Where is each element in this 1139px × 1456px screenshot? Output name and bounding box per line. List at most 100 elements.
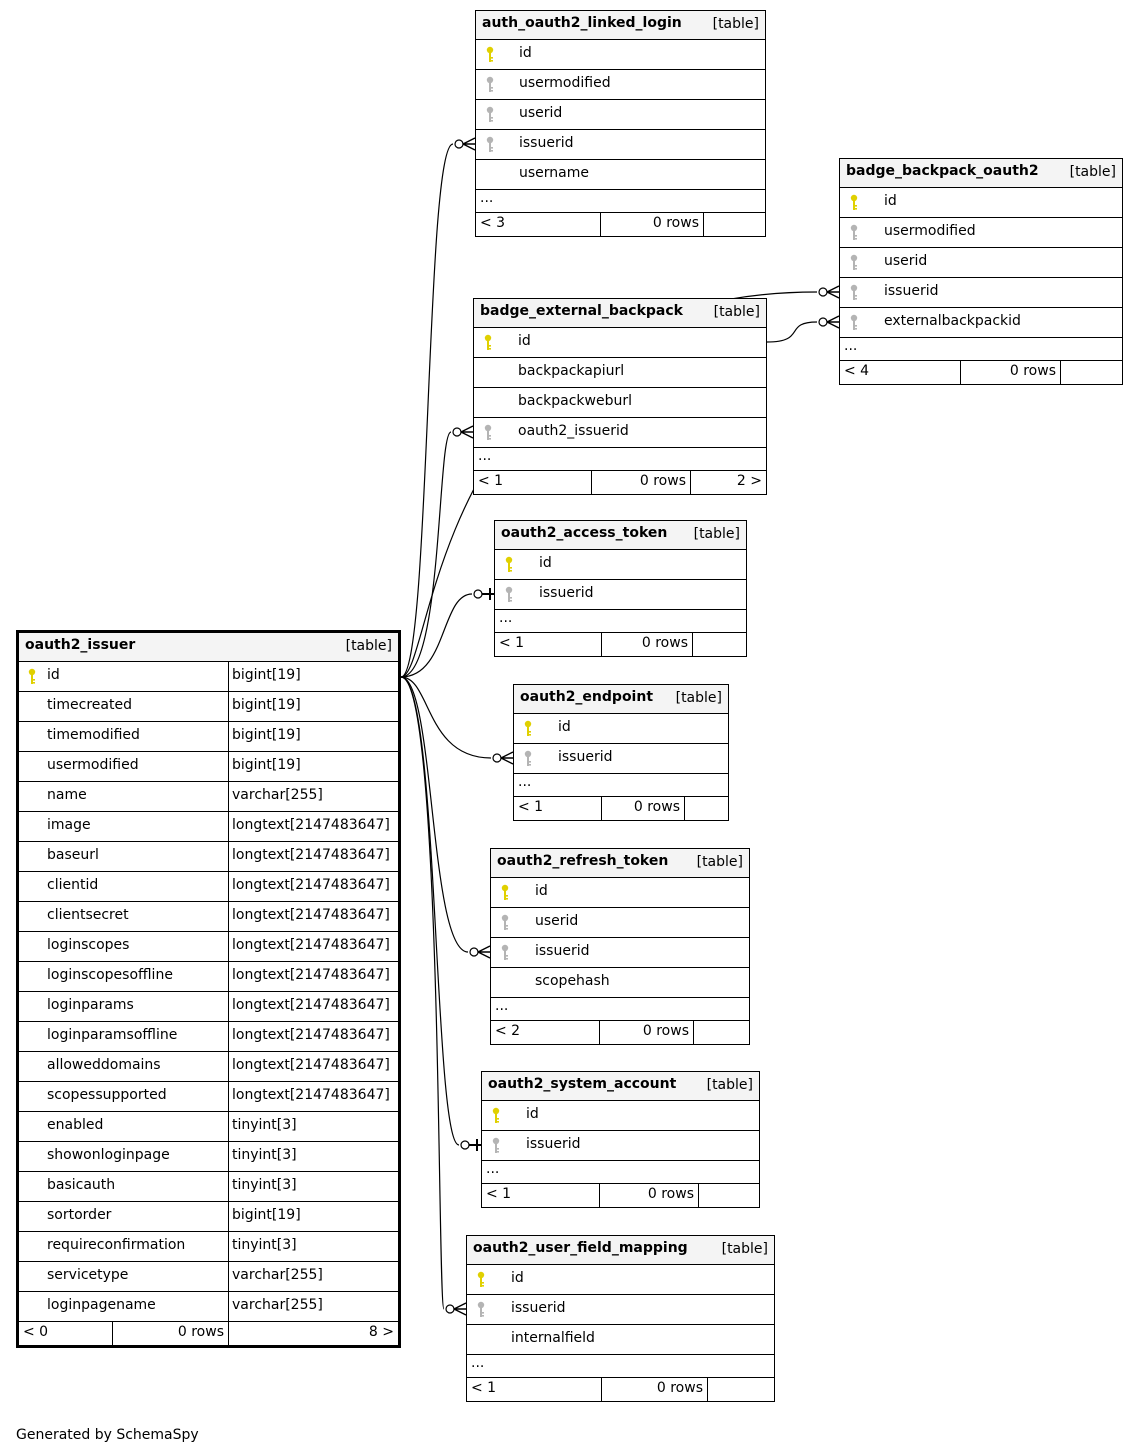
column-row[interactable]: id (491, 878, 749, 908)
foreign-key-icon (849, 254, 859, 272)
more-columns-ellipsis: ... (840, 338, 1122, 361)
column-row[interactable]: id (495, 550, 746, 580)
column-row[interactable]: username (476, 160, 765, 190)
column-name: id (518, 333, 531, 349)
parent-count: < 3 (480, 215, 506, 231)
column-divider (228, 1232, 229, 1261)
column-row[interactable]: userid (840, 248, 1122, 278)
column-row[interactable]: issuerid (514, 744, 728, 774)
row-count: 0 rows (647, 1186, 694, 1202)
optional-circle-marker (818, 317, 828, 327)
column-row[interactable]: externalbackpackid (840, 308, 1122, 338)
column-row[interactable]: userid (491, 908, 749, 938)
column-row[interactable]: issuerid (467, 1295, 774, 1325)
column-row[interactable]: internalfield (467, 1325, 774, 1355)
relationship-line (400, 676, 469, 953)
child-count: 2 > (736, 473, 762, 489)
table-tag: [table] (1069, 164, 1116, 180)
column-row[interactable]: issuerid (491, 938, 749, 968)
optional-circle-marker (452, 427, 462, 437)
column-row[interactable]: id (840, 188, 1122, 218)
foreign-key-icon (500, 914, 510, 932)
column-name: enabled (47, 1117, 104, 1133)
column-name: clientid (47, 877, 99, 893)
parent-count: < 0 (23, 1324, 49, 1340)
ellipsis-text: ... (518, 774, 532, 790)
column-row[interactable]: issuerid (495, 580, 746, 610)
column-name: loginparamsoffline (47, 1027, 178, 1043)
column-name: scopehash (535, 973, 610, 989)
column-row[interactable]: userid (476, 100, 765, 130)
column-row[interactable]: usermodified (840, 218, 1122, 248)
parent-count: < 1 (486, 1186, 512, 1202)
column-name: alloweddomains (47, 1057, 161, 1073)
column-row[interactable]: backpackweburl (474, 388, 766, 418)
row-count: 0 rows (642, 1023, 689, 1039)
column-name: requireconfirmation (47, 1237, 186, 1253)
parent-count: < 1 (471, 1380, 497, 1396)
more-columns-ellipsis: ... (514, 774, 728, 797)
row-count: 0 rows (633, 799, 680, 815)
ellipsis-text: ... (499, 610, 513, 626)
column-row[interactable]: scopehash (491, 968, 749, 998)
more-columns-ellipsis: ... (495, 610, 746, 633)
column-row[interactable]: id (482, 1101, 759, 1131)
column-row[interactable]: id (474, 328, 766, 358)
column-name: baseurl (47, 847, 99, 863)
column-divider (228, 902, 229, 931)
column-name: servicetype (47, 1267, 129, 1283)
table-tag: [table] (696, 854, 743, 870)
column-name: userid (519, 105, 563, 121)
column-divider (228, 1022, 229, 1051)
primary-key-icon (483, 334, 493, 352)
column-row[interactable]: id (476, 40, 765, 70)
column-row[interactable]: id (514, 714, 728, 744)
column-row[interactable]: issuerid (476, 130, 765, 160)
row-count: 0 rows (1009, 363, 1056, 379)
column-row[interactable]: issuerid (840, 278, 1122, 308)
ellipsis-text: ... (471, 1355, 485, 1371)
column-row[interactable]: oauth2_issuerid (474, 418, 766, 448)
primary-key-icon (849, 194, 859, 212)
column-row[interactable]: issuerid (482, 1131, 759, 1161)
column-divider (228, 752, 229, 781)
column-row[interactable]: backpackapiurl (474, 358, 766, 388)
relationship-line (766, 321, 818, 343)
column-row[interactable]: id (467, 1265, 774, 1295)
column-row[interactable]: usermodified (476, 70, 765, 100)
